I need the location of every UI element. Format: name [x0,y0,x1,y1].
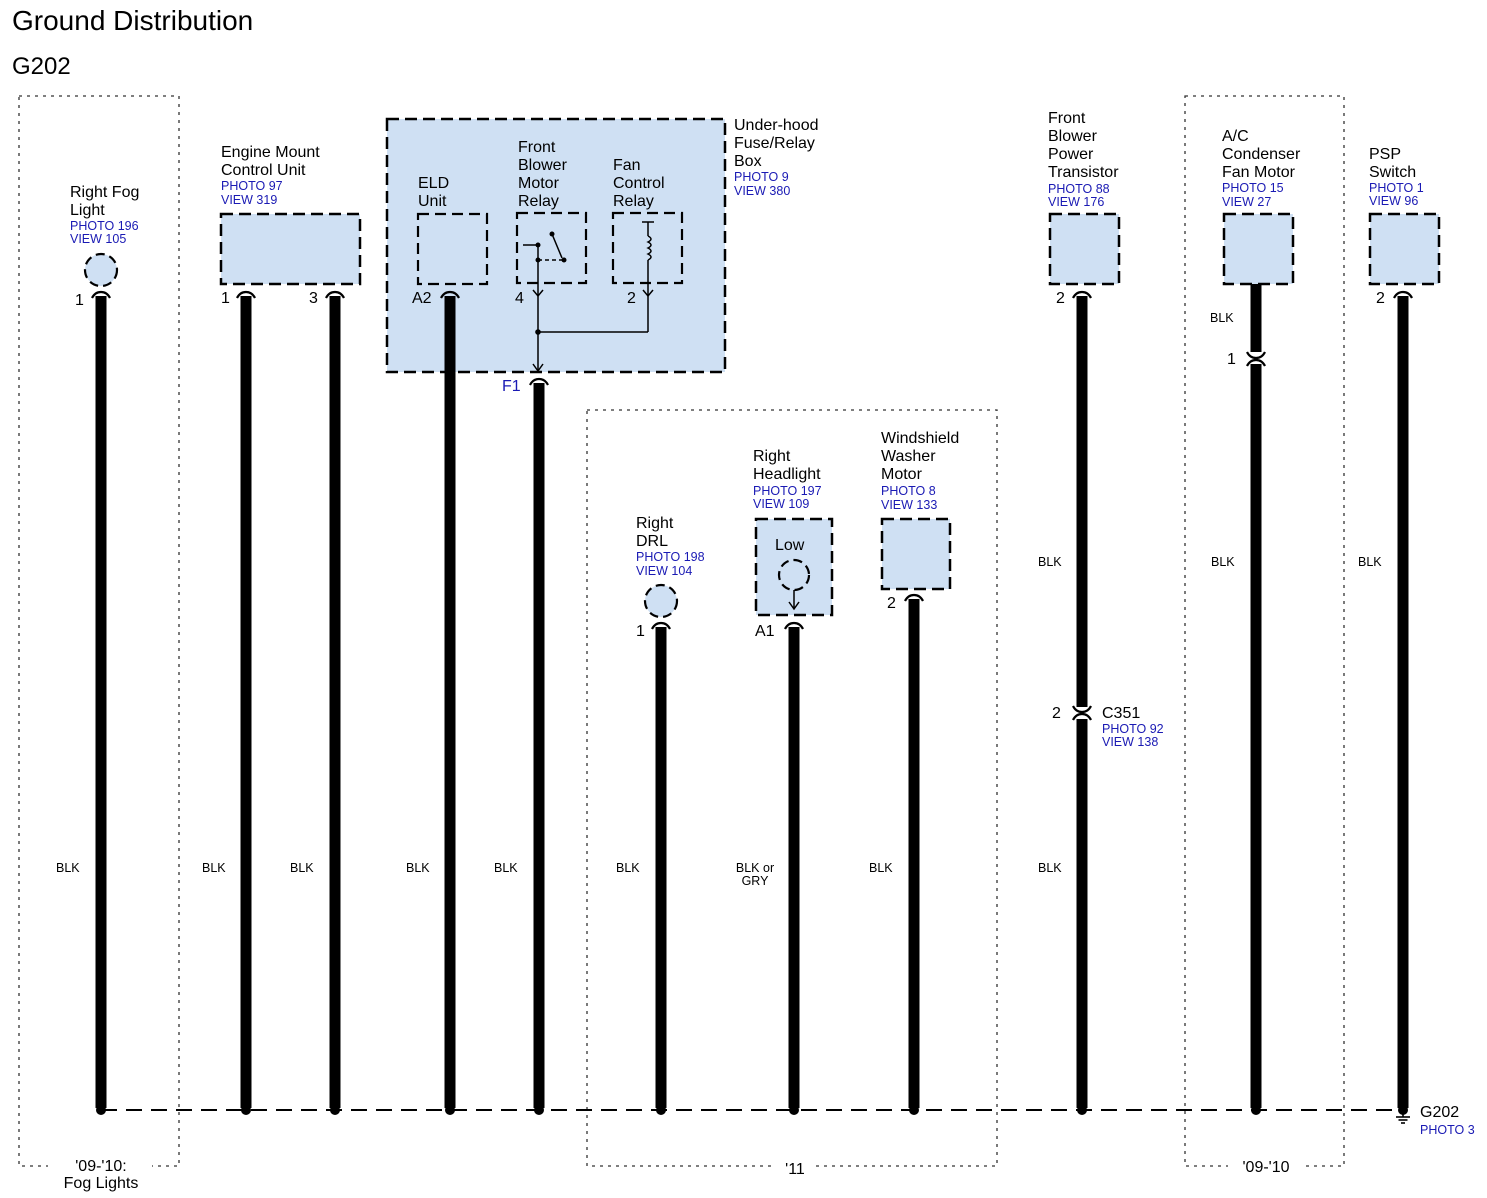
ground-splice-dots [96,1105,1408,1115]
ground-symbol-icon [1396,1110,1410,1124]
relay-internal-wiring [532,283,654,373]
right-headlight-photo: PHOTO 197 [753,484,822,498]
wire-color-blower-lower: BLK [1038,861,1062,875]
group-label-bg-2011 [772,1158,814,1180]
psp-switch-box [1368,212,1441,286]
ground-photo: PHOTO 3 [1420,1123,1475,1137]
washer-motor-photo: PHOTO 8 [881,484,936,498]
group-label-bg-0910 [1228,1158,1302,1180]
right-fog-light-photo: PHOTO 196 [70,219,139,233]
front-blower-transistor-photo: PHOTO 88 [1048,182,1110,196]
group-label-bg-fog [48,1158,152,1188]
wire-color-engine-1: BLK [202,861,226,875]
right-headlight-view: VIEW 109 [753,497,809,511]
washer-motor-view: VIEW 133 [881,498,937,512]
engine-mount-pin1: 1 [221,290,230,307]
right-headlight-low-label: Low [775,537,805,554]
wire-color-drl: BLK [616,861,640,875]
ground-label: G202 [1420,1104,1459,1121]
c351-label: C351 [1102,705,1140,722]
connector-caps [91,290,1413,721]
ac-condenser-view: VIEW 27 [1222,195,1271,209]
underhood-view: VIEW 380 [734,184,790,198]
eld-unit-box [416,212,489,286]
wire-color-psp: BLK [1358,555,1382,569]
relay-coil-symbol [642,221,654,283]
group-label-fog: '09-'10:Fog Lights [64,1158,139,1192]
c351-pin: 2 [1052,705,1061,722]
group-box-fog-lights [18,95,180,1167]
front-blower-transistor-pin: 2 [1056,290,1065,307]
wire-color-ac: BLK [1211,555,1235,569]
right-fog-light-view: VIEW 105 [70,232,126,246]
psp-switch-view: VIEW 96 [1369,194,1418,208]
wire-color-f1: BLK [494,861,518,875]
wire-color-engine-3: BLK [290,861,314,875]
ac-condenser-box [1222,212,1295,286]
engine-mount-view: VIEW 319 [221,193,277,207]
right-headlight-bulb-icon [777,558,811,592]
engine-mount-pin3: 3 [309,290,318,307]
page-title: Ground Distribution [12,5,253,36]
right-headlight-lead [788,590,800,611]
psp-switch-photo: PHOTO 1 [1369,181,1424,195]
front-blower-relay-box [515,211,588,285]
wire-color-blower-upper: BLK [1038,555,1062,569]
front-blower-transistor-box [1048,212,1121,286]
ground-wires [95,284,1409,1108]
washer-motor-box [880,517,952,591]
fan-control-relay-pin: 2 [627,290,636,307]
underhood-terminal: F1 [502,378,521,395]
right-drl-bulb-icon [643,583,679,619]
ac-condenser-wire-top: BLK [1210,311,1234,325]
eld-unit-pin: A2 [412,290,432,307]
right-fog-light-pin: 1 [75,292,84,309]
right-drl-photo: PHOTO 198 [636,550,705,564]
engine-mount-unit-box [219,212,362,286]
ac-condenser-pin: 1 [1227,351,1236,368]
group-label-2011: '11 [785,1161,805,1178]
right-drl-view: VIEW 104 [636,564,692,578]
relay-switch-symbol [523,231,567,283]
c351-view: VIEW 138 [1102,735,1158,749]
wire-color-washer: BLK [869,861,893,875]
right-fog-light-bulb-icon [83,252,119,288]
c351-photo: PHOTO 92 [1102,722,1164,736]
ac-condenser-photo: PHOTO 15 [1222,181,1284,195]
wire-color-fog: BLK [56,861,80,875]
right-headlight-pin: A1 [755,623,775,640]
group-box-09-10 [1184,95,1345,1167]
psp-switch-pin: 2 [1376,290,1385,307]
front-blower-relay-pin: 4 [515,290,524,307]
engine-mount-photo: PHOTO 97 [221,179,283,193]
wire-color-eld: BLK [406,861,430,875]
page-subtitle: G202 [12,53,71,80]
washer-motor-pin: 2 [887,595,896,612]
underhood-photo: PHOTO 9 [734,170,789,184]
front-blower-transistor-view: VIEW 176 [1048,195,1104,209]
right-drl-pin: 1 [636,623,645,640]
group-label-09-10: '09-'10 [1242,1159,1289,1176]
